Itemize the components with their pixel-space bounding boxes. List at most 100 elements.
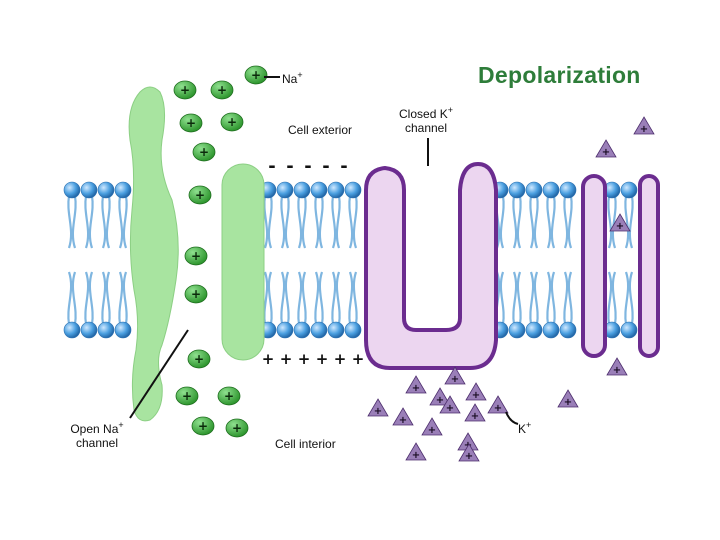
svg-text:+: + <box>471 411 479 422</box>
svg-text:+: + <box>374 406 382 417</box>
k-ion: + <box>595 139 617 158</box>
phospholipid-pair <box>559 181 577 339</box>
na-ion: + <box>220 112 244 132</box>
na-ion: + <box>184 284 208 304</box>
na-ion: + <box>179 113 203 133</box>
lipid-tail <box>567 271 573 325</box>
phospholipid-pair <box>276 181 294 339</box>
interior-positive-charge: + <box>262 350 275 368</box>
phospholipid-pair <box>293 181 311 339</box>
phospholipid-pair <box>327 181 345 339</box>
phospholipid-pair <box>525 181 543 339</box>
lipid-head <box>508 181 526 199</box>
k-ion: + <box>405 375 427 394</box>
lipid-tail <box>122 271 128 325</box>
svg-text:+: + <box>602 147 610 158</box>
k-ion: + <box>633 116 655 135</box>
svg-text:+: + <box>195 188 205 202</box>
na-ion: + <box>187 349 211 369</box>
svg-text:+: + <box>564 397 572 408</box>
lipid-tail <box>546 271 552 325</box>
svg-text:+: + <box>191 249 201 263</box>
lipid-tail <box>348 195 354 249</box>
interior-positive-charge: + <box>334 350 347 368</box>
lipid-tail <box>331 271 337 325</box>
svg-text:+: + <box>494 403 502 414</box>
svg-text:+: + <box>465 451 473 462</box>
lipid-head <box>310 181 328 199</box>
k-ion: + <box>557 389 579 408</box>
lipid-tail <box>512 195 518 249</box>
lipid-head <box>63 321 81 339</box>
k-channel-subunit-bar <box>581 174 607 358</box>
k-channel-subunit-l <box>364 161 498 370</box>
lipid-tail <box>67 195 73 249</box>
svg-text:+: + <box>198 419 208 433</box>
na-ion: + <box>210 80 234 100</box>
lipid-tail <box>263 271 269 325</box>
label-pointers <box>129 76 519 425</box>
lipid-tail <box>267 195 273 249</box>
lipid-tail <box>529 195 535 249</box>
na-ion: + <box>175 386 199 406</box>
svg-text:+: + <box>224 389 234 403</box>
svg-text:+: + <box>191 287 201 301</box>
open-na-pointer <box>129 329 189 419</box>
phospholipid-pair <box>542 181 560 339</box>
lipid-tail <box>352 195 358 249</box>
k-ion: + <box>609 213 631 232</box>
lipid-tail <box>105 195 111 249</box>
exterior-negative-charge: - <box>322 156 329 177</box>
na-ion: + <box>184 246 208 266</box>
lipid-tail <box>628 271 634 325</box>
phospholipid-pair <box>97 181 115 339</box>
exterior-negative-charge: - <box>340 156 347 177</box>
lipid-tail <box>563 271 569 325</box>
k-ion: + <box>392 407 414 426</box>
svg-text:+: + <box>616 221 624 232</box>
lipid-tail <box>263 195 269 249</box>
open-na-channel-label: Open Na+ channel <box>70 420 124 450</box>
lipid-tail <box>71 195 77 249</box>
lipid-tail <box>607 195 613 249</box>
cell-interior-label: Cell interior <box>275 437 336 451</box>
na-ion: + <box>173 80 197 100</box>
lipid-tail <box>122 195 128 249</box>
lipid-head <box>508 321 526 339</box>
lipid-head <box>80 321 98 339</box>
cell-exterior-label: Cell exterior <box>288 123 353 137</box>
lipid-tail <box>628 195 634 249</box>
svg-text:+: + <box>199 145 209 159</box>
lipid-tail <box>297 271 303 325</box>
na-ions: ++++++++++++++ <box>173 65 268 438</box>
na-ion: + <box>217 386 241 406</box>
phospholipid-pair <box>114 181 132 339</box>
lipid-head <box>293 321 311 339</box>
phospholipid-pair <box>310 181 328 339</box>
svg-text:+: + <box>182 389 192 403</box>
lipid-head <box>344 181 362 199</box>
lipid-tail <box>267 271 273 325</box>
exterior-negative-charge: - <box>286 156 293 177</box>
lipid-tail <box>284 195 290 249</box>
lipid-tail <box>284 271 290 325</box>
svg-text:+: + <box>217 83 227 97</box>
lipid-tail <box>516 271 522 325</box>
lipid-tail <box>533 195 539 249</box>
lipid-head <box>559 321 577 339</box>
lipid-tail <box>348 271 354 325</box>
na-ion: + <box>244 65 268 85</box>
lipid-head <box>276 321 294 339</box>
lipid-tail <box>499 195 505 249</box>
k-ion: + <box>458 443 480 462</box>
lipid-tail <box>280 271 286 325</box>
lipid-tail <box>335 271 341 325</box>
svg-text:+: + <box>472 390 480 401</box>
lipid-head <box>114 181 132 199</box>
lipid-tail <box>118 271 124 325</box>
svg-text:+: + <box>186 116 196 130</box>
lipid-head <box>114 321 132 339</box>
svg-text:+: + <box>436 395 444 406</box>
lipid-tail <box>611 195 617 249</box>
svg-text:+: + <box>640 124 648 135</box>
